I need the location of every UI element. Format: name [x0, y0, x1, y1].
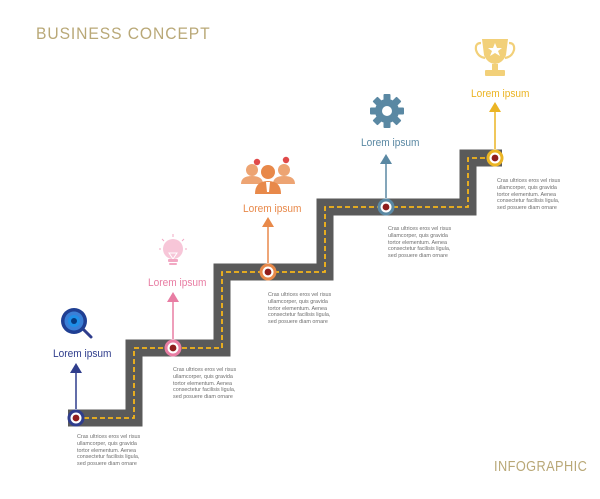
- step-4-arrowhead: [380, 154, 392, 164]
- lightbulb-icon: [159, 234, 187, 265]
- gear-icon: [370, 94, 404, 128]
- step-1-label: Lorem ipsum: [53, 348, 112, 360]
- magnifier-icon: [61, 308, 93, 339]
- step-2-arrowhead: [167, 292, 179, 302]
- trophy-icon: [474, 39, 516, 76]
- step-5-label: Lorem ipsum: [471, 88, 530, 100]
- step-4-label: Lorem ipsum: [361, 137, 420, 149]
- step-1: [61, 308, 93, 427]
- step-3-label: Lorem ipsum: [243, 203, 302, 215]
- step-5-arrowhead: [489, 102, 501, 112]
- step-3-arrowhead: [262, 217, 274, 227]
- road-dashed-line: [76, 157, 496, 419]
- team-icon: [241, 156, 295, 194]
- step-2: [159, 234, 187, 357]
- step-5: [474, 39, 516, 167]
- footer-title: INFOGRAPHIC: [494, 458, 588, 475]
- page-title: BUSINESS CONCEPT: [36, 24, 211, 43]
- step-3: [241, 156, 295, 281]
- step-2-label: Lorem ipsum: [148, 277, 207, 289]
- step-4: [370, 94, 404, 216]
- step-1-arrowhead: [70, 363, 82, 373]
